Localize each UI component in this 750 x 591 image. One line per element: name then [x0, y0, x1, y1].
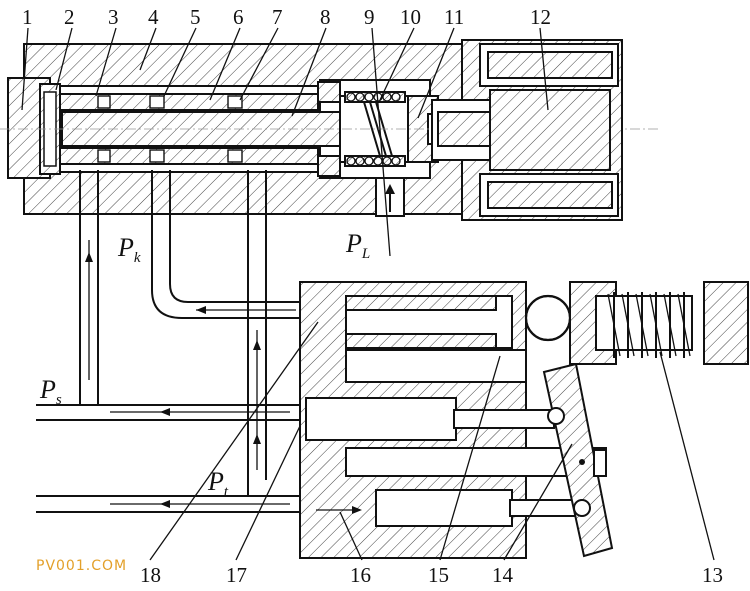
spring-adjuster-13	[569, 281, 749, 365]
label-18: 18	[140, 563, 161, 587]
label-12: 12	[530, 5, 551, 29]
label-10: 10	[400, 5, 421, 29]
label-17: 17	[226, 563, 247, 587]
label-ps: Ps	[39, 375, 62, 408]
label-pt: Pt	[207, 467, 229, 500]
label-2: 2	[64, 5, 75, 29]
label-4: 4	[148, 5, 159, 29]
label-8: 8	[320, 5, 331, 29]
pressure-labels: Pk PL Ps Pt	[39, 229, 370, 500]
label-1: 1	[22, 5, 33, 29]
passages	[36, 170, 300, 513]
label-pk: Pk	[117, 233, 141, 266]
label-9: 9	[364, 5, 375, 29]
label-pl: PL	[345, 229, 370, 262]
label-13: 13	[702, 563, 723, 587]
label-16: 16	[350, 563, 371, 587]
label-6: 6	[233, 5, 244, 29]
part-numbers: 1 2 3 4 5 6 7 8 9 10 11 12 13 14 15 16 1…	[22, 5, 723, 587]
label-11: 11	[444, 5, 464, 29]
label-5: 5	[190, 5, 201, 29]
label-15: 15	[428, 563, 449, 587]
pilot-valve-body	[0, 43, 660, 217]
label-7: 7	[272, 5, 283, 29]
solenoid-12	[431, 39, 623, 221]
label-3: 3	[108, 5, 119, 29]
watermark: PV001.COM	[36, 558, 127, 574]
ball-lever-14	[524, 294, 614, 558]
leader-lines	[21, 27, 715, 561]
label-14: 14	[492, 563, 514, 587]
